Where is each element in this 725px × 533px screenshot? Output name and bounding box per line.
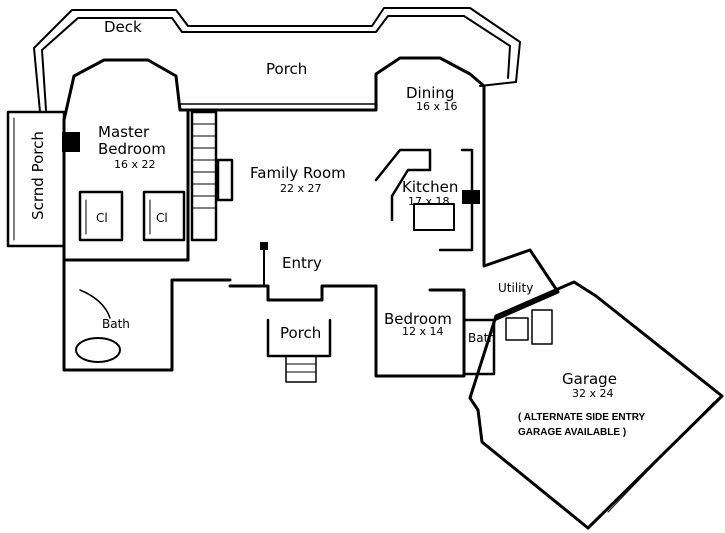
deck-outline — [34, 8, 520, 112]
front-porch-label: Porch — [280, 324, 322, 342]
rear-porch-label: Porch — [266, 60, 308, 78]
master-bedroom-size: 16 x 22 — [114, 158, 156, 171]
family-room-size: 22 x 27 — [280, 182, 322, 195]
garage-note-line-1: ( ALTERNATE SIDE ENTRY — [518, 412, 646, 423]
closet-2-outline — [144, 192, 184, 240]
master-bath-label: Bath — [102, 317, 130, 331]
garage-door-line — [608, 402, 714, 512]
master-bedroom-walls — [64, 112, 188, 260]
closet-2-label: Cl — [156, 211, 168, 225]
deck-label: Deck — [104, 18, 142, 36]
stairs — [192, 112, 216, 240]
family-room-label: Family Room — [250, 164, 346, 182]
entry-wall — [230, 286, 376, 300]
kitchen-size: 17 x 18 — [408, 195, 450, 208]
bathtub — [76, 338, 120, 362]
bedroom-size: 12 x 14 — [402, 325, 444, 338]
deck-inner — [42, 16, 510, 110]
dining-size: 16 x 16 — [416, 100, 458, 113]
kitchen-island — [414, 204, 454, 230]
dining-label: Dining — [406, 84, 455, 102]
closet-1-outline — [80, 192, 122, 240]
utility-label: Utility — [498, 281, 534, 295]
kitchen-counter — [376, 150, 430, 220]
family-fireplace — [218, 160, 232, 200]
bedroom-walls — [376, 286, 464, 376]
garage-outline — [468, 280, 724, 530]
utility-walls — [484, 160, 558, 320]
master-bedroom-label-2: Bedroom — [98, 140, 166, 158]
garage-size: 32 x 24 — [572, 387, 614, 400]
hall-wall-left — [64, 260, 230, 370]
master-bedroom-label: Master — [98, 123, 150, 141]
front-steps — [286, 356, 316, 382]
garage-steps — [506, 318, 528, 340]
bedroom-label: Bedroom — [384, 310, 452, 328]
entry-label: Entry — [282, 254, 322, 272]
bath-arc — [80, 290, 110, 318]
fireplace — [62, 132, 80, 152]
kitchen-label: Kitchen — [402, 178, 459, 196]
closet-1-label: Cl — [96, 211, 108, 225]
screened-porch-label: Scrnd Porch — [28, 131, 47, 220]
garage-label: Garage — [562, 370, 617, 388]
bath-label: Bath — [468, 331, 496, 345]
garage-note-line-2: GARAGE AVAILABLE ) — [518, 427, 627, 438]
rear-wall-left — [64, 60, 180, 120]
